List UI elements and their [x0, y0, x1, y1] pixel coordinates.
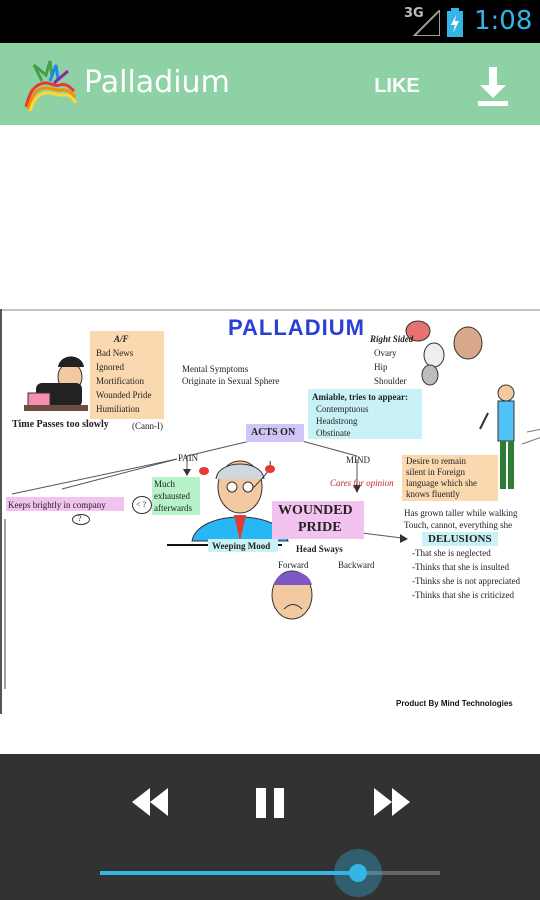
- af-item: Bad News: [96, 348, 134, 358]
- credit-text: Product By Mind Technologies: [396, 699, 513, 708]
- download-icon[interactable]: [468, 61, 518, 111]
- forward-label: Forward: [278, 560, 309, 570]
- weeping-mood-box: [208, 539, 278, 552]
- action-bar: Palladium LIKE: [0, 43, 540, 125]
- signal-icon: [412, 10, 440, 36]
- delusion-item: -That she is neglected: [412, 548, 491, 558]
- like-button[interactable]: LIKE: [374, 75, 420, 97]
- clock: 1:08: [474, 6, 533, 36]
- weeping-mood: Weeping Mood: [212, 541, 271, 551]
- mind-map-lines: [2, 309, 540, 689]
- desire-line: language which she: [406, 478, 477, 488]
- head-sways: Head Sways: [296, 544, 343, 554]
- acts-on-label: ACTS ON: [251, 427, 296, 438]
- desire-line: Desire to remain: [406, 456, 466, 466]
- content-blank-top: [0, 125, 540, 309]
- fast-forward-icon[interactable]: [372, 788, 412, 816]
- amiable-item: Obstinate: [316, 428, 351, 438]
- pain-label: PAIN: [178, 453, 199, 463]
- desire-line: silent in Foreign: [406, 467, 465, 477]
- keeps-brightly-text: Keeps brightly in company: [8, 500, 106, 510]
- delusions-heading: DELUSIONS: [428, 533, 492, 545]
- network-type: 3G: [404, 6, 424, 21]
- right-sided-item: Ovary: [374, 348, 397, 358]
- media-player: [0, 754, 540, 900]
- status-bar: 3G 1:08: [0, 0, 540, 43]
- cares-for-opinion: Cares for opinion: [330, 478, 394, 488]
- right-sided-heading: Right Sided: [370, 334, 414, 344]
- acts-on-box: [246, 424, 304, 442]
- much-exhausted-box: [152, 477, 200, 515]
- app-title: Palladium: [84, 65, 230, 100]
- af-heading: A/F: [114, 334, 129, 344]
- battery-icon: [447, 8, 463, 37]
- circle-marker-text: < ?: [136, 500, 147, 509]
- much-exhausted-line: exhausted: [154, 491, 190, 501]
- mind-label: MIND: [346, 455, 370, 465]
- wounded-pride-line: WOUNDED: [278, 503, 353, 518]
- mental-symptoms-origin: Originate in Sexual Sphere: [182, 376, 280, 386]
- seek-progress: [100, 871, 359, 875]
- grown-taller-line: Touch, cannot, everything she: [404, 520, 513, 530]
- af-item: Wounded Pride: [96, 390, 152, 400]
- mind-map-image: PALLADIUM A/F Bad News Ignored Mortifica…: [0, 309, 540, 714]
- mental-symptoms: Mental Symptoms: [182, 364, 249, 374]
- delusions-box: [422, 532, 498, 546]
- time-passes-text: Time Passes too slowly: [12, 419, 109, 430]
- content-blank-bottom: [0, 714, 540, 754]
- pause-icon[interactable]: [254, 788, 286, 818]
- af-item: Humiliation: [96, 404, 140, 414]
- circle-marker-small-text: ?: [78, 514, 82, 523]
- wounded-pride-box: [272, 501, 364, 539]
- rewind-icon[interactable]: [130, 788, 170, 816]
- af-item: Mortification: [96, 376, 144, 386]
- time-passes-ref: (Cann-I): [132, 421, 163, 431]
- amiable-item: Contemptuous: [316, 404, 369, 414]
- amiable-item: Headstrong: [316, 416, 358, 426]
- much-exhausted-line: Much: [154, 479, 175, 489]
- seek-thumb[interactable]: [349, 864, 368, 882]
- right-sided-item: Shoulder: [374, 376, 407, 386]
- grown-taller-line: Has grown taller while walking: [404, 508, 518, 518]
- af-item: Ignored: [96, 362, 124, 372]
- delusion-item: -Thinks that she is insulted: [412, 562, 509, 572]
- desire-box: [402, 455, 498, 501]
- mind-map-title: PALLADIUM: [228, 315, 365, 340]
- delusion-item: -Thinks she is not appreciated: [412, 576, 520, 586]
- circle-marker: [132, 496, 152, 514]
- backward-label: Backward: [338, 560, 375, 570]
- much-exhausted-line: afterwards: [154, 503, 192, 513]
- rainbow-pegasus-logo-icon[interactable]: [20, 57, 78, 113]
- amiable-heading: Amiable, tries to appear:: [312, 392, 408, 402]
- amiable-box: [308, 389, 422, 439]
- keeps-brightly-box: [6, 497, 124, 511]
- desire-line: knows fluently: [406, 489, 460, 499]
- wounded-pride-line: PRIDE: [298, 520, 342, 535]
- right-sided-item: Hip: [374, 362, 388, 372]
- circle-marker-small: [72, 514, 90, 525]
- delusion-item: -Thinks that she is criticized: [412, 590, 514, 600]
- af-box: [90, 331, 164, 419]
